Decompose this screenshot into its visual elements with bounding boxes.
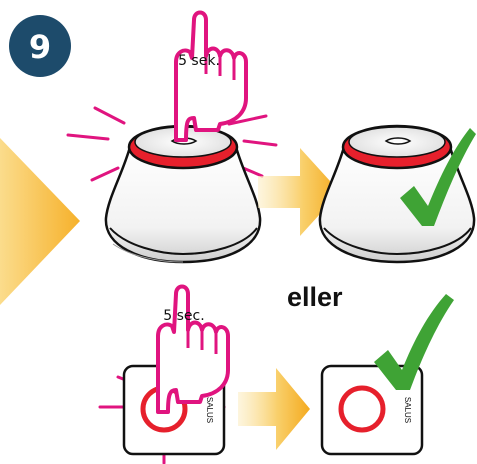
sensor-button [338,385,386,433]
top-hand-label: 5 sek. [178,53,220,69]
yellow-arrow-bottom [238,368,310,450]
or-label: eller [287,282,343,312]
step-badge-circle [9,15,71,77]
bottom-hand-label: 5 sec. [163,308,204,324]
large-yellow-arrow-icon [0,138,80,305]
step-badge: 9 [9,15,71,77]
device-dome-left [104,124,262,264]
salus-logo-icon [384,137,412,145]
pointing-hand-top: 5 sek. [174,10,248,142]
brand-label-left: SALUS [205,397,214,423]
checkmark-icon-top [400,128,476,226]
step-number: 9 [29,28,51,66]
device-dome-right [318,124,476,264]
pointing-hand-bottom: 5 sec. [156,284,230,414]
brand-label-right: SALUS [403,397,412,423]
checkmark-icon-bottom [374,294,454,390]
